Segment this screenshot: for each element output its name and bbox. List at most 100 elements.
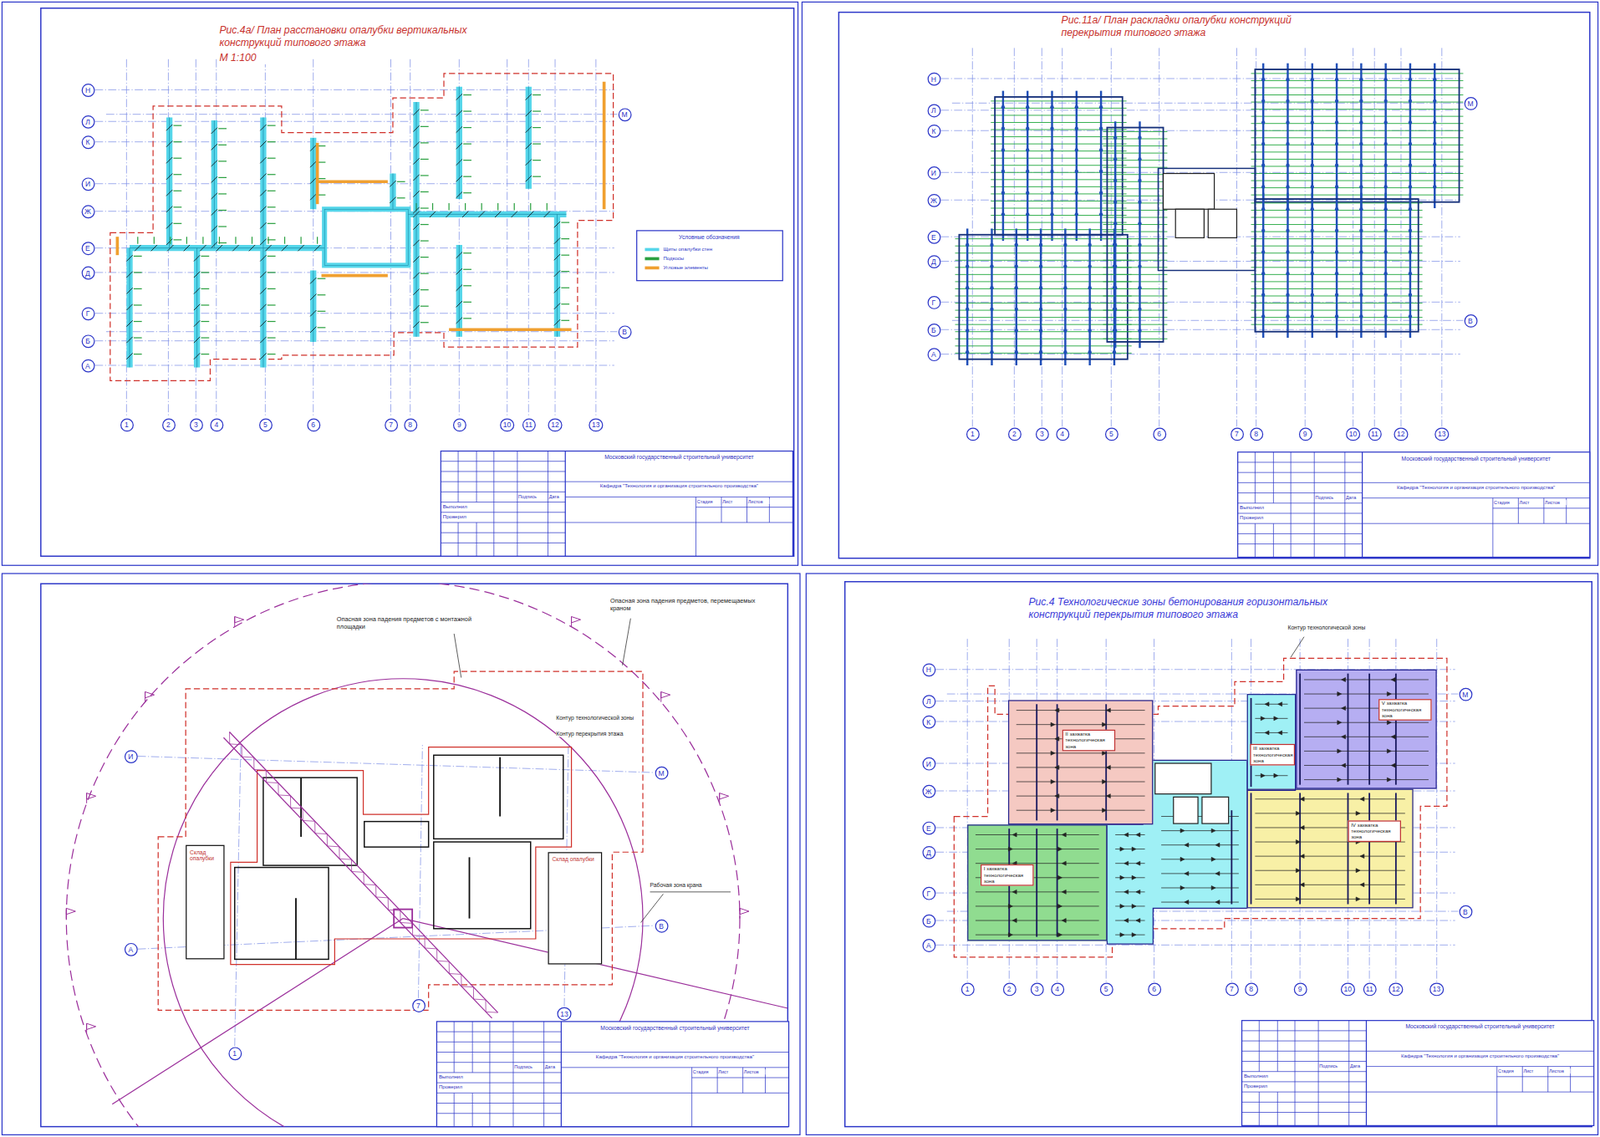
node-text: Г: [926, 889, 931, 897]
legend-entry: Угловые элементы: [644, 264, 708, 271]
formwork-prop: [1261, 293, 1265, 297]
brace-symbol: [463, 192, 472, 194]
building-wing: [433, 841, 531, 929]
title-block-text: Проверил: [443, 514, 493, 520]
shaft-opening: [1173, 796, 1198, 824]
brace-symbol: [202, 236, 204, 245]
node-text: V захватка технологическая зона: [1378, 698, 1432, 721]
formwork-panel: [1103, 274, 1168, 276]
arrow-head: [1355, 810, 1361, 816]
arrow-head: [1102, 779, 1107, 785]
wall-axis: [168, 117, 170, 248]
node-text: И: [931, 168, 937, 177]
formwork-prop: [989, 243, 994, 247]
brace-symbol: [317, 294, 327, 296]
formwork-prop: [1408, 77, 1412, 82]
axis-bubble: 10: [1340, 982, 1356, 996]
concreting-direction: [975, 848, 1100, 850]
node-text: 6: [1156, 430, 1162, 439]
formwork-prop: [1359, 142, 1363, 146]
node-text: М: [657, 769, 664, 777]
axis-line: [940, 301, 1460, 303]
node-text: 3: [193, 421, 199, 429]
warning-flag: [739, 907, 750, 914]
drawing-line: [472, 1021, 474, 1073]
panel-mark: [462, 211, 469, 218]
formwork-prop: [1025, 169, 1030, 174]
arrow-head: [1105, 764, 1111, 770]
panel-mark: [193, 287, 200, 294]
panel-mark: [211, 176, 218, 183]
axis-bubble: 11: [521, 417, 536, 432]
panel-mark: [264, 244, 271, 251]
drawing-line: [458, 522, 459, 556]
brace-symbol: [463, 252, 472, 254]
brace-symbol: [317, 278, 327, 280]
node-text: М: [1462, 690, 1468, 699]
wall-line: [1395, 792, 1397, 904]
node-text: I захватка технологическая зона: [980, 864, 1034, 887]
formwork-prop: [1359, 163, 1363, 168]
brace-symbol: [267, 321, 276, 322]
node-text: 4: [1059, 430, 1065, 439]
formwork-prop: [1261, 120, 1265, 124]
panel-mark: [259, 239, 266, 245]
arrow-head: [1360, 882, 1365, 887]
panel-mark: [456, 268, 463, 275]
wall-formwork: [166, 117, 173, 248]
brace-symbol: [267, 173, 276, 175]
brace-symbol: [432, 203, 434, 211]
formwork-prop: [1113, 221, 1117, 225]
drawing-line: [1318, 1020, 1320, 1127]
panel-mark: [259, 173, 266, 180]
wall-line: [1250, 792, 1253, 904]
drawing-line: [560, 1066, 789, 1068]
axis-bubble: 5: [1099, 982, 1113, 996]
axis-line: [95, 364, 615, 366]
node-text: Г: [86, 309, 91, 317]
drawing-title: Рис.11а/ План раскладки опалубки констру…: [1060, 14, 1326, 38]
title-block-text: Выполнил: [443, 504, 493, 510]
formwork-prop: [1261, 142, 1265, 146]
formwork-beam: [1433, 63, 1436, 209]
arrow-head: [1105, 794, 1111, 799]
formwork-prop: [1310, 77, 1315, 82]
drawing-line: [1361, 452, 1363, 558]
formwork-prop: [1113, 328, 1117, 332]
drawing-line: [1365, 1020, 1367, 1127]
axis-bubble: 3: [1029, 982, 1044, 996]
formwork-panel: [955, 352, 1132, 354]
formwork-beam: [1064, 228, 1066, 366]
concreting-direction: [1115, 862, 1145, 864]
arrow-head: [1131, 846, 1137, 851]
node-text: Б: [931, 326, 937, 334]
drawing-line: [436, 1102, 561, 1104]
formwork-prop: [1408, 120, 1412, 124]
brace-symbol: [560, 221, 570, 223]
formwork-prop: [1383, 184, 1387, 189]
drawing-line: [458, 451, 459, 503]
formwork-prop: [1285, 207, 1290, 211]
drawing-line: [1344, 452, 1346, 558]
formwork-beam: [1262, 193, 1264, 338]
legend-text: Щиты опалубки стен: [662, 245, 713, 252]
formwork-beam: [1311, 63, 1314, 209]
formwork-prop: [1075, 147, 1079, 152]
node-text: Е: [931, 233, 937, 241]
formwork-prop: [1285, 314, 1290, 318]
axis-bubble: 1: [228, 1046, 242, 1060]
node-text: Е: [926, 824, 932, 832]
axis-bubble: 3: [188, 417, 203, 432]
building-wing: [234, 867, 329, 960]
node-text: 4: [214, 421, 219, 429]
formwork-prop: [1432, 184, 1437, 189]
formwork-prop: [1099, 169, 1103, 174]
concreting-direction: [1115, 934, 1145, 936]
node-text: Склад опалубки: [551, 856, 598, 863]
panel-mark: [310, 294, 316, 301]
axis-line: [595, 59, 597, 418]
node-text: К: [931, 127, 936, 135]
title-block-border: [436, 1021, 789, 1127]
axis-line: [1110, 47, 1112, 427]
axis-bubble: Б: [927, 322, 941, 337]
